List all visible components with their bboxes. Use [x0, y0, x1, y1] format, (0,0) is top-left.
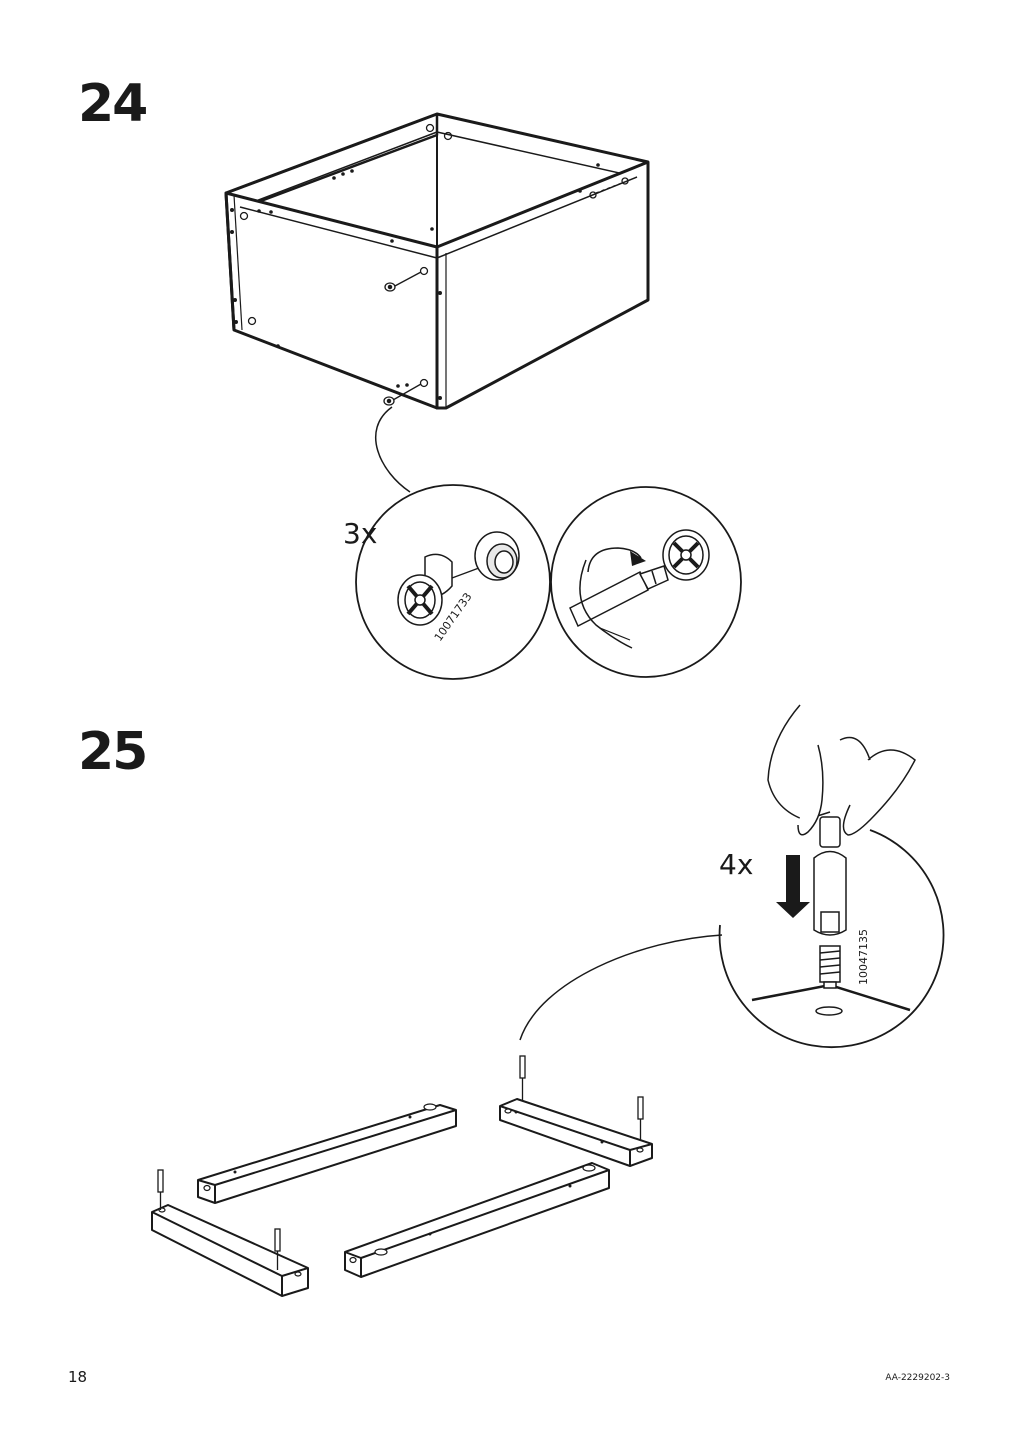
cam-lock-detail-circle [355, 484, 551, 680]
document-id: AA-2229202-3 [885, 1373, 950, 1383]
step-25-quantity: 4x [719, 848, 753, 881]
dowel-pins [157, 1055, 644, 1270]
step-25-part-number: 10047135 [857, 929, 870, 985]
detail-callout-pointer [375, 406, 411, 493]
plinth-left-side [151, 1204, 309, 1297]
step-number-25: 25 [78, 722, 148, 782]
drawer-box-cam-holes [239, 123, 629, 388]
screwdriver-detail-circle [550, 486, 742, 678]
plinth-front-rail [197, 1103, 457, 1204]
step-number-24: 24 [78, 74, 148, 134]
drawer-box-holes [230, 163, 600, 400]
dowel-callout-pointer [519, 934, 723, 1041]
step-24-quantity: 3x [343, 517, 377, 550]
drawer-box [224, 112, 650, 410]
dowel-detail-circle [718, 704, 945, 1049]
plinth-back-rail [344, 1162, 610, 1278]
plinth-right-side [499, 1098, 653, 1167]
page-number: 18 [68, 1368, 88, 1386]
cam-lock-insert [383, 271, 422, 406]
